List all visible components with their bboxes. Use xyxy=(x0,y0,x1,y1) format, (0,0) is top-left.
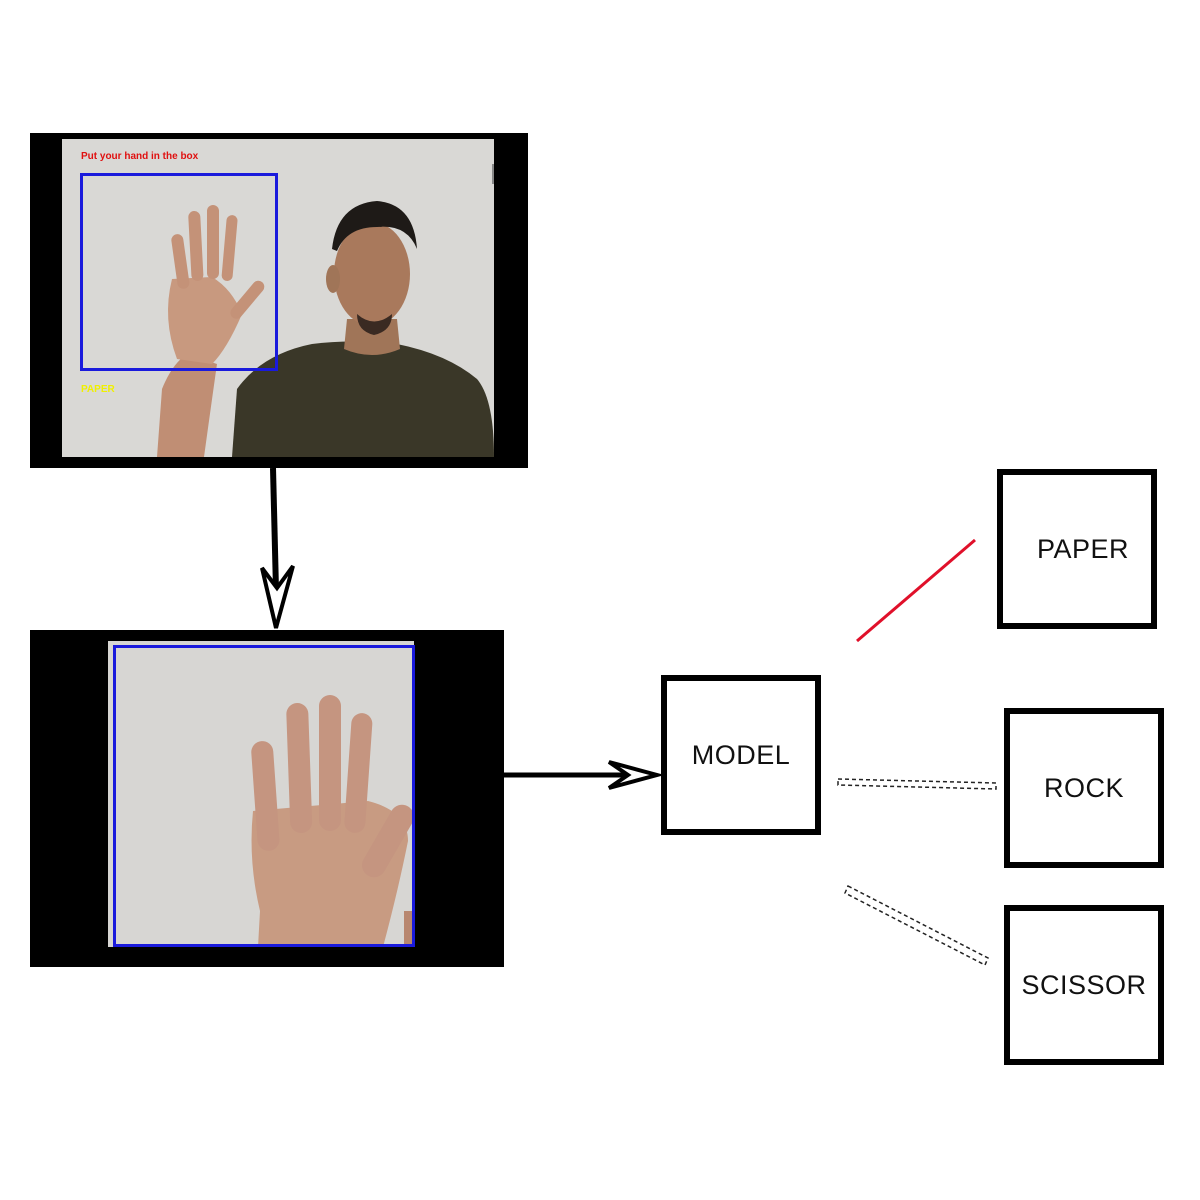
cropped-hand-scene xyxy=(108,641,414,947)
cropped-palm xyxy=(251,801,408,947)
scissor-label: SCISSOR xyxy=(1021,969,1147,1000)
paper-label: PAPER xyxy=(1036,533,1130,564)
rock-output-box: ROCK xyxy=(1004,708,1164,868)
cropped-roi-box xyxy=(113,645,415,947)
link-rock xyxy=(837,778,997,790)
link-paper xyxy=(856,538,976,643)
rock-label: ROCK xyxy=(1043,772,1124,803)
arrow-down-line xyxy=(270,467,279,591)
webcam-scene xyxy=(62,139,494,457)
webcam-prediction-text: PAPER xyxy=(81,384,115,395)
hand-palm xyxy=(168,277,242,364)
link-scissor xyxy=(844,884,989,967)
arrow-down-head xyxy=(260,564,295,629)
model-box: MODEL xyxy=(661,675,821,835)
person-shirt xyxy=(232,341,494,457)
person-face xyxy=(334,222,410,326)
scissor-output-box: SCISSOR xyxy=(1004,905,1164,1065)
cropped-hand-image xyxy=(108,641,414,947)
arrow-right-head xyxy=(607,760,665,790)
webcam-instruction-text: Put your hand in the box xyxy=(81,151,199,162)
webcam-roi-box xyxy=(80,173,278,371)
person-hair xyxy=(332,201,417,251)
arm xyxy=(157,354,217,457)
model-label: MODEL xyxy=(691,739,791,770)
webcam-image xyxy=(62,139,494,457)
paper-output-box: PAPER xyxy=(997,469,1157,629)
